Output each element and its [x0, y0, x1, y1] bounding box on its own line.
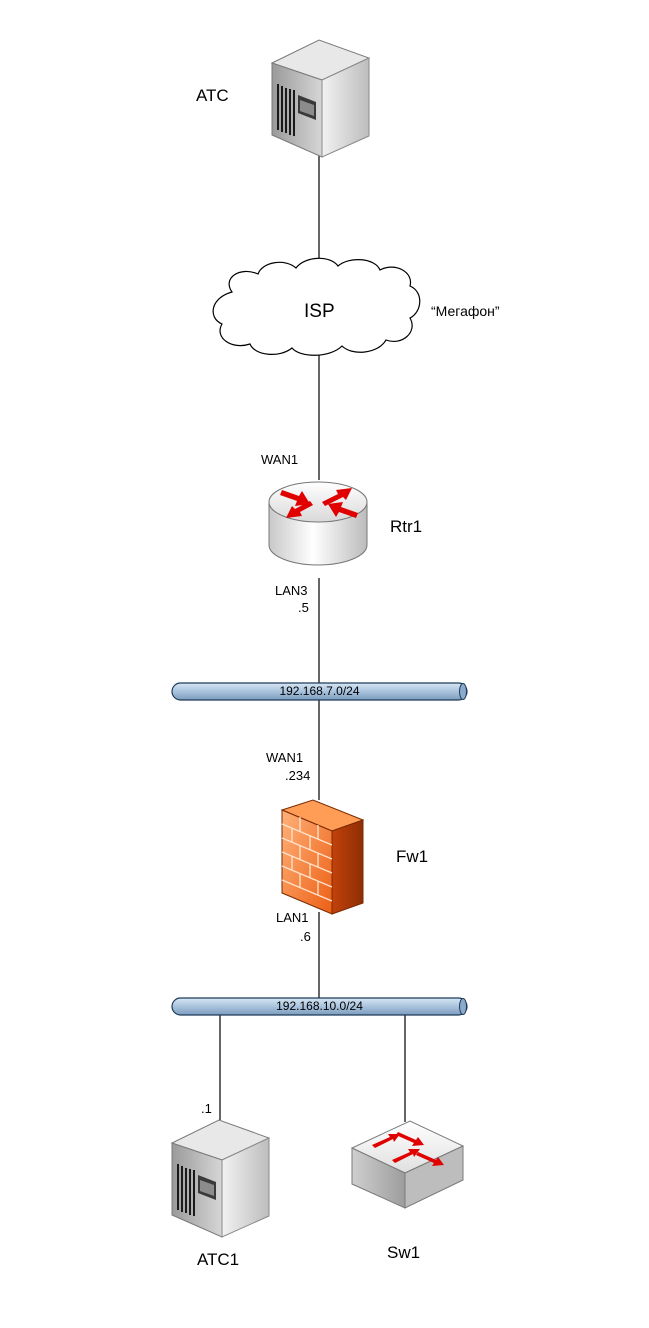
label-switch: Sw1	[387, 1243, 421, 1262]
label-firewall-lan: LAN1	[276, 910, 309, 925]
label-router-lan-ip: .5	[298, 600, 309, 615]
label-firewall-wan: WAN1	[266, 750, 304, 765]
label-firewall-lan-ip: .6	[300, 929, 311, 944]
network-bus-net10[interactable]	[171, 997, 468, 1016]
label-router-lan: LAN3	[275, 583, 308, 598]
router-icon[interactable]	[268, 481, 368, 566]
label-net7: 192.168.7.0/24	[279, 684, 360, 698]
label-atc1-ip: .1	[201, 1101, 212, 1116]
label-atc1: АТС1	[197, 1250, 240, 1269]
network-bus-net7[interactable]	[171, 682, 468, 701]
cloud-icon-isp[interactable]	[212, 257, 421, 356]
label-atc: АТС	[196, 86, 229, 105]
label-isp-note: “Мегафон”	[431, 303, 500, 319]
server-icon-atc1[interactable]	[170, 1119, 271, 1238]
label-router-wan: WAN1	[261, 452, 299, 467]
server-icon-atc[interactable]	[270, 39, 371, 158]
label-net10: 192.168.10.0/24	[276, 999, 363, 1013]
firewall-icon[interactable]	[280, 799, 365, 915]
label-isp: ISP	[304, 301, 335, 322]
switch-icon[interactable]	[350, 1120, 465, 1209]
link-lines	[219, 150, 406, 1125]
label-firewall-wan-ip: .234	[285, 768, 311, 783]
label-router: Rtr1	[390, 517, 423, 536]
label-firewall: Fw1	[396, 847, 429, 866]
